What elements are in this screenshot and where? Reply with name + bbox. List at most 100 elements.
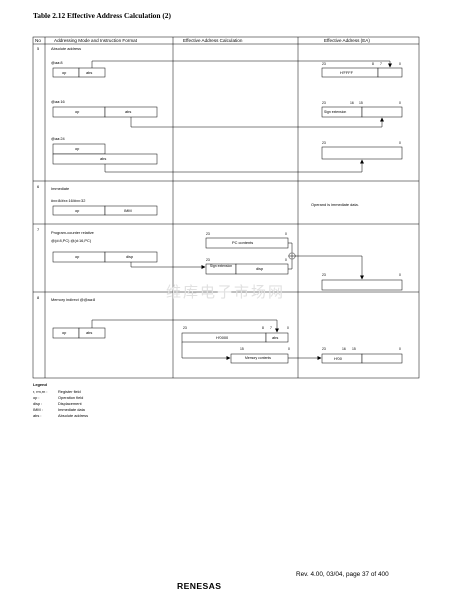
pcrel-format-label: @(d:8,PC) @(d:16,PC) bbox=[51, 237, 92, 243]
aa16-op-text: op bbox=[75, 109, 80, 114]
table-title: Table 2.12 Effective Address Calculation… bbox=[33, 11, 171, 20]
disp-to-adder-line bbox=[288, 260, 293, 270]
aa8-ea-low-field bbox=[377, 67, 403, 78]
memind-ea-bit-23: 23 bbox=[322, 347, 326, 351]
aa8-ea-bit-7: 7 bbox=[380, 61, 382, 66]
aa16-ea-bit-23: 23 bbox=[322, 100, 326, 105]
header-ea-calculation: Effective Address Calculation bbox=[183, 37, 243, 43]
pcrel-ea-bit-23: 23 bbox=[322, 273, 326, 277]
aa16-ea-low-field bbox=[361, 106, 403, 118]
legend-desc-register: Register field bbox=[58, 389, 81, 394]
row8-mode: Memory indirect @@aa:8 bbox=[51, 297, 96, 302]
memind-op-text: op bbox=[62, 330, 67, 335]
pcrel-result-arrow bbox=[295, 255, 364, 280]
pcrel-disp-ext-text: disp bbox=[256, 266, 264, 271]
aa24-ea-field bbox=[321, 146, 403, 160]
aa16-ea-bit-0: 0 bbox=[399, 100, 401, 105]
aa24-arrow bbox=[104, 159, 364, 173]
memory-contents-text: Memory contents bbox=[245, 356, 272, 360]
memind-top-bit-0: 0 bbox=[287, 326, 289, 330]
legend-desc-imm: Immediate data bbox=[58, 407, 85, 412]
aa8-ea-hffff-text: H'FFFF bbox=[340, 69, 354, 75]
legend-key-op: op : bbox=[33, 395, 40, 400]
row5-mode: Absolute address bbox=[51, 46, 82, 51]
disp-bit-0: 0 bbox=[285, 258, 287, 262]
table-border bbox=[32, 36, 420, 379]
pc-bit-0: 0 bbox=[285, 232, 287, 236]
legend-title: Legend bbox=[33, 382, 47, 387]
aa16-ea-sign-text: Sign extension bbox=[324, 109, 347, 114]
memind-top-bit-7: 7 bbox=[270, 326, 272, 330]
legend-key-register: r, rm,rn : bbox=[33, 389, 48, 394]
memind-ea-bit-16: 16 bbox=[342, 347, 346, 351]
memind-abs-copy-field bbox=[265, 332, 289, 343]
legend-desc-disp: Displacement bbox=[58, 401, 82, 406]
row7-number: 7 bbox=[37, 227, 40, 232]
memind-abs-copy-text: abs bbox=[272, 334, 279, 340]
pcrel-ea-field bbox=[321, 279, 403, 291]
pc-bit-23: 23 bbox=[206, 232, 210, 236]
memory-bit-0: 0 bbox=[288, 347, 290, 351]
disp-to-calc-arrow bbox=[130, 262, 206, 269]
memind-ea-bit-0: 0 bbox=[399, 347, 401, 351]
row6-mode: Immediate bbox=[51, 186, 70, 191]
header-no: No bbox=[35, 37, 41, 43]
memory-bit-15: 15 bbox=[240, 347, 244, 351]
memind-ea-bit-15: 15 bbox=[352, 347, 356, 351]
header-ea: Effective Address (EA) bbox=[324, 37, 370, 43]
aa24-op-text: op bbox=[75, 146, 80, 151]
imm-op-text: op bbox=[75, 207, 80, 213]
watermark: 维库电子市场网 bbox=[166, 283, 286, 301]
pcrel-ea-bit-0: 0 bbox=[399, 273, 401, 277]
memory-contents-box bbox=[230, 353, 289, 364]
memind-ea-high-field bbox=[321, 353, 363, 364]
abs-to-calc-arrow bbox=[91, 319, 279, 333]
row7-mode: Program-counter relative bbox=[51, 230, 94, 235]
legend-key-disp: disp : bbox=[33, 401, 43, 406]
memind-h0000-text: H'0000 bbox=[216, 334, 229, 340]
pcrel-disp-text: disp bbox=[126, 254, 134, 259]
aa24-ea-bit-0: 0 bbox=[399, 140, 401, 145]
aa16-arrow bbox=[130, 117, 384, 128]
aa8-abs-text: abs bbox=[86, 69, 93, 75]
table-grid bbox=[32, 36, 420, 379]
row8-number: 8 bbox=[37, 295, 40, 300]
aa24-abs-text: abs bbox=[100, 156, 107, 161]
memind-ea-h00-text: H'00 bbox=[334, 355, 342, 361]
aa16-abs-text: abs bbox=[125, 109, 132, 114]
pc-to-adder-line bbox=[288, 242, 293, 252]
pc-contents-text: PC contents bbox=[232, 240, 254, 245]
aa8-ea-bit-0: 0 bbox=[399, 61, 401, 66]
aa16-ea-bit-16: 16 bbox=[350, 100, 354, 105]
aa24-ea-bit-23: 23 bbox=[322, 140, 326, 145]
aa16-ea-bit-15: 15 bbox=[359, 100, 363, 105]
aa8-arrow bbox=[91, 60, 392, 68]
row6-number: 6 bbox=[37, 184, 40, 189]
aa16-label: @aa:16 bbox=[51, 99, 65, 104]
disp-bit-23: 23 bbox=[206, 258, 210, 262]
pcrel-op-text: op bbox=[75, 254, 80, 259]
imm-ea-text: Operand is immediate data. bbox=[311, 202, 359, 207]
aa8-label: @aa:8 bbox=[51, 60, 63, 65]
memind-top-bit-8: 8 bbox=[262, 326, 264, 330]
memind-top-bit-23: 23 bbox=[183, 326, 187, 330]
aa8-ea-bit-23: 23 bbox=[322, 61, 326, 66]
pcrel-sign-ext-text: Sign extension bbox=[209, 263, 233, 268]
renesas-logo: RENESAS bbox=[177, 581, 222, 591]
imm-field bbox=[104, 205, 158, 216]
page-reference: Rev. 4.00, 03/04, page 37 of 400 bbox=[296, 571, 389, 578]
legend-key-abs: abs : bbox=[33, 413, 42, 418]
aa8-op-text: op bbox=[62, 69, 67, 75]
legend-desc-op: Operation field bbox=[58, 395, 84, 400]
imm-format-label: #xx:8/#xx:16/#xx:32 bbox=[51, 198, 86, 203]
aa24-label: @aa:24 bbox=[51, 136, 65, 141]
header-addressing-mode: Addressing Mode and Instruction Format bbox=[54, 37, 137, 43]
memind-abs-text: abs bbox=[86, 330, 93, 335]
memind-ea-low-field bbox=[361, 353, 403, 364]
aa8-ea-bit-8: 8 bbox=[372, 61, 374, 66]
row5-number: 5 bbox=[37, 46, 40, 51]
legend-key-imm: IMM : bbox=[33, 407, 43, 412]
imm-imm-text: IMM bbox=[124, 207, 132, 213]
